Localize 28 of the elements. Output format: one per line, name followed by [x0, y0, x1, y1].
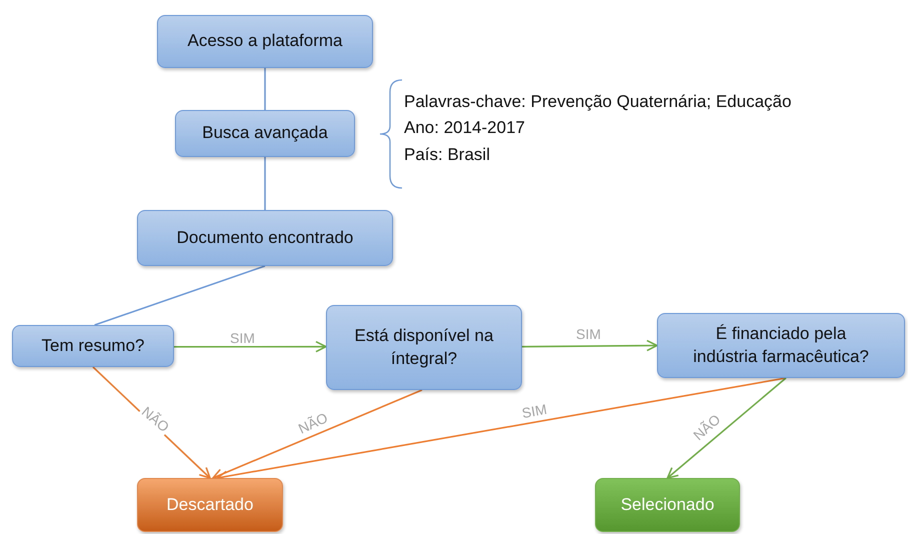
- edge-label: SIM: [228, 331, 257, 346]
- search-criteria-text: Ano: 2014-2017: [404, 118, 525, 138]
- process-box: [595, 478, 740, 532]
- node-label: Busca avançada: [201, 122, 329, 144]
- process-box: [137, 478, 283, 532]
- node-label: Selecionado: [620, 494, 716, 516]
- search-criteria-text: País: Brasil: [404, 145, 490, 165]
- search-criteria-text: Palavras-chave: Prevenção Quaternária; Educação: [404, 92, 792, 112]
- node-label: Documento encontrado: [176, 226, 354, 249]
- node-label: Acesso a plataforma: [186, 30, 344, 52]
- process-box: [157, 15, 373, 68]
- process-box: [657, 313, 905, 378]
- process-box: [137, 210, 393, 266]
- process-box: [12, 325, 174, 367]
- process-box: [326, 305, 522, 390]
- arrow: [666, 377, 786, 479]
- node-label: Tem resumo?: [40, 334, 146, 357]
- connector-line: [264, 157, 266, 210]
- node-label: É financiado pela indústria farmacêutica?: [692, 323, 870, 368]
- arrow: [522, 340, 658, 352]
- node-label: Está disponível na íntegral?: [354, 325, 494, 370]
- arrow: [212, 389, 422, 480]
- connector-line: [94, 265, 266, 326]
- edge-label: SIM: [574, 327, 603, 342]
- process-box: [175, 110, 355, 157]
- node-label: Descartado: [166, 494, 254, 516]
- arrow: [174, 340, 327, 352]
- connector-line: [264, 68, 266, 110]
